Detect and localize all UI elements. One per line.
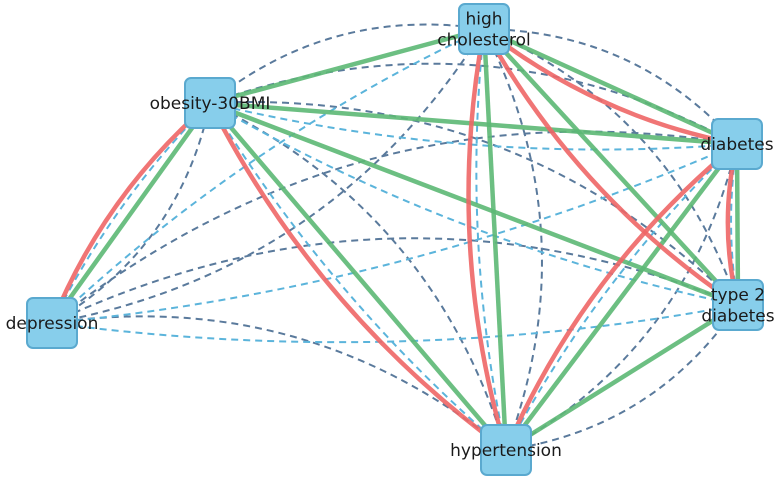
edge-high_cholesterol-diabetes-strong-positive [483, 26, 738, 147]
edge-obesity-depression-strong-negative [49, 101, 212, 324]
node-label: hypertension [450, 441, 562, 461]
node-label: diabetes [701, 307, 774, 327]
edge-high_cholesterol-depression-weak-light [51, 28, 485, 324]
edge-type2_diabetes-hypertension-weak-dark [505, 304, 739, 451]
edge-obesity-hypertension-weak-light [209, 102, 507, 451]
node-diabetes[interactable]: diabetes [700, 118, 774, 170]
node-box[interactable] [711, 118, 763, 170]
node-label: obesity-30BMI [150, 94, 271, 114]
node-box[interactable] [458, 3, 510, 55]
edge-depression-type2_diabetes-weak-light [51, 304, 739, 344]
node-obesity[interactable]: obesity-30BMI [150, 77, 271, 129]
edge-diabetes-hypertension-strong-positive [504, 142, 739, 452]
edge-high_cholesterol-diabetes-weak-dark [483, 28, 738, 145]
edge-high_cholesterol-hypertension-weak-light [475, 28, 507, 451]
edge-obesity-type2_diabetes-strong-positive [209, 100, 739, 308]
edges-layer [49, 23, 741, 452]
edge-high_cholesterol-type2_diabetes-strong-positive [482, 27, 740, 307]
node-label: type 2 [711, 286, 765, 306]
node-label: high [465, 10, 502, 30]
edge-high_cholesterol-diabetes-strong-negative [482, 27, 738, 147]
edge-obesity-hypertension-strong-positive [208, 101, 508, 452]
node-label: diabetes [700, 135, 773, 155]
edge-obesity-depression-weak-dark [51, 102, 211, 324]
edge-diabetes-hypertension-strong-negative [503, 142, 739, 451]
edge-obesity-depression-weak-light [51, 102, 211, 324]
edge-obesity-hypertension-strong-negative [207, 101, 508, 452]
edge-diabetes-hypertension-weak-light [505, 143, 738, 451]
edge-obesity-high_cholesterol-weak-dark [209, 23, 485, 104]
edge-high_cholesterol-hypertension-strong-negative [466, 28, 509, 451]
node-depression[interactable]: depression [6, 297, 99, 349]
edge-depression-hypertension-weak-dark [51, 315, 507, 451]
edge-depression-diabetes-weak-light [51, 143, 738, 324]
node-box[interactable] [184, 77, 236, 129]
node-box[interactable] [712, 279, 764, 331]
edge-depression-diabetes-weak-dark [51, 130, 738, 324]
node-hypertension[interactable]: hypertension [450, 424, 562, 476]
edge-high_cholesterol-hypertension-weak-dark [483, 28, 543, 451]
edge-high_cholesterol-hypertension-strong-positive [481, 28, 509, 451]
node-box[interactable] [26, 297, 78, 349]
node-label: cholesterol [437, 31, 530, 51]
edge-high_cholesterol-type2_diabetes-strong-negative [482, 27, 740, 307]
node-label: depression [6, 314, 99, 334]
node-box[interactable] [480, 424, 532, 476]
edge-high_cholesterol-depression-weak-dark [51, 28, 485, 324]
edge-obesity-high_cholesterol-strong-positive [209, 26, 485, 106]
edge-type2_diabetes-hypertension-strong-positive [504, 303, 740, 452]
edge-obesity-depression-strong-positive [50, 101, 212, 325]
